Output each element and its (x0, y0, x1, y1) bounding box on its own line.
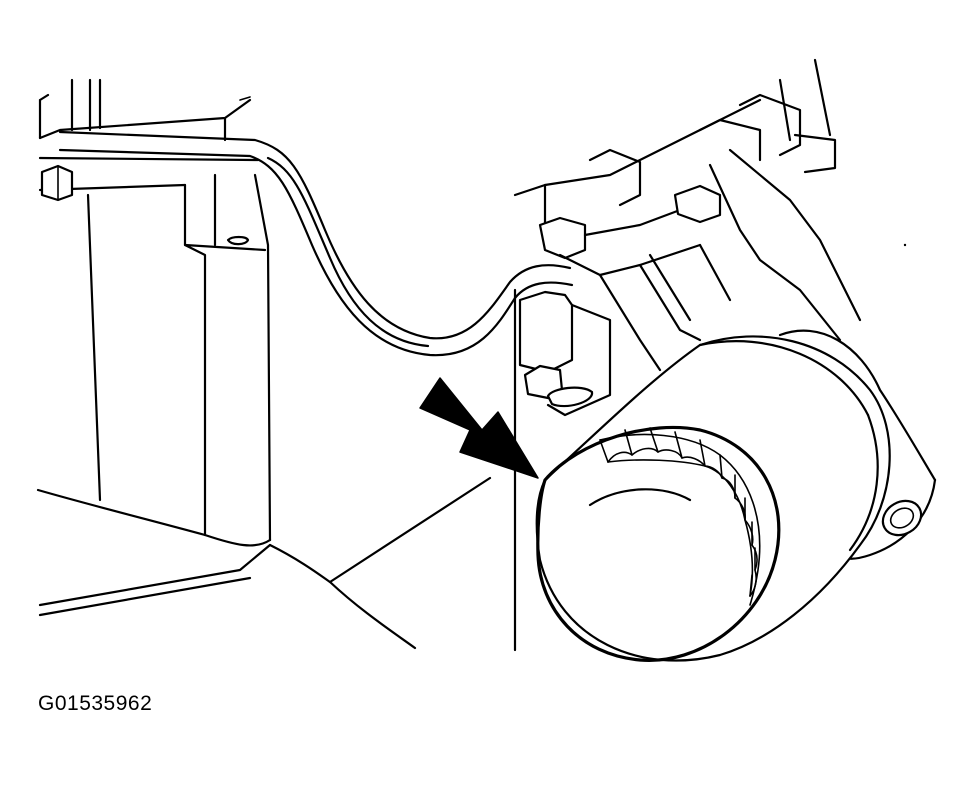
oil-tube (58, 130, 574, 357)
oil-filter (535, 335, 891, 662)
figure-id-label: G01535962 (38, 692, 153, 715)
engine-block (36, 78, 492, 650)
callout-arrow (419, 377, 539, 479)
engine-upper-right (513, 58, 862, 372)
